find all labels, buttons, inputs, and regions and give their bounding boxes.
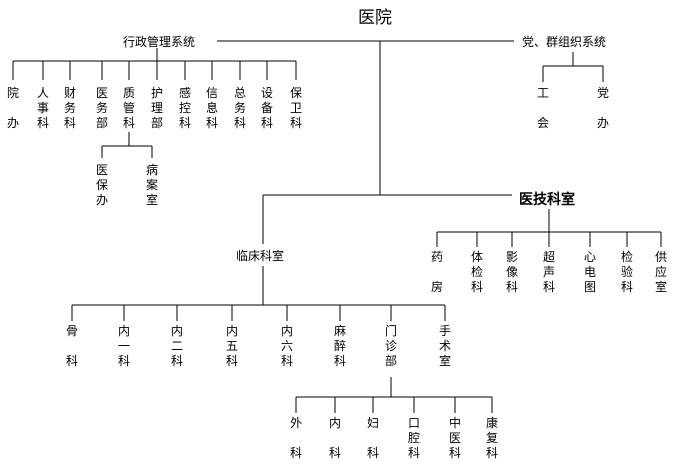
admin-unit-general-affairs: 总 务 科 <box>233 86 246 130</box>
tech-unit-ecg: 心 电 图 <box>583 250 596 294</box>
tech-unit-supply: 供 应 室 <box>654 250 667 294</box>
outpatient-sub-stomatology: 口 腔 科 <box>407 416 420 460</box>
outpatient-sub-gynecology: 妇 科 <box>366 416 379 460</box>
clinical-dept-label: 临床科室 <box>236 249 285 263</box>
tech-drops <box>436 232 662 247</box>
tech-unit-laboratory: 检 验 科 <box>620 250 633 294</box>
clinical-unit-internal-1: 内 一 科 <box>117 324 130 368</box>
tech-unit-ultrasound: 超 声 科 <box>542 250 555 294</box>
admin-unit-personnel: 人 事 科 <box>36 86 49 130</box>
party-system-label: 党、群组织系统 <box>522 35 607 49</box>
admin-unit-medical-affairs: 医 务 部 <box>95 86 108 130</box>
outpatient-sub-surgery: 外 科 <box>289 416 302 460</box>
admin-unit-equipment: 设 备 科 <box>260 86 273 130</box>
tech-unit-pharmacy: 药 房 <box>430 250 443 294</box>
clinical-unit-orthopedics: 骨 科 <box>65 324 78 368</box>
root-title: 医院 <box>358 8 392 28</box>
tech-unit-physical-exam: 体 检 科 <box>470 250 483 294</box>
admin-unit-finance: 财 务 科 <box>63 86 76 130</box>
clinical-unit-internal-2: 内 二 科 <box>170 324 183 368</box>
admin-drops <box>12 61 297 80</box>
clinical-unit-internal-5: 内 五 科 <box>225 324 238 368</box>
party-unit-union: 工 会 <box>536 86 549 130</box>
admin-unit-quality: 质 管 科 <box>122 86 135 130</box>
admin-system-label: 行政管理系统 <box>123 35 196 49</box>
clinical-unit-outpatient: 门 诊 部 <box>384 324 397 368</box>
admin-unit-nursing: 护 理 部 <box>150 86 163 130</box>
party-unit-office: 党 办 <box>596 86 609 130</box>
outpatient-sub-tcm: 中 医 科 <box>448 416 461 460</box>
outpatient-sub-internal: 内 科 <box>328 416 341 460</box>
quality-sub-records: 病 案 室 <box>145 163 158 207</box>
quality-sub-insurance: 医 保 办 <box>95 163 108 207</box>
admin-unit-information: 信 息 科 <box>205 86 218 130</box>
clinical-unit-operating-room: 手 术 室 <box>438 324 451 368</box>
admin-unit-infection-control: 感 控 科 <box>178 86 191 130</box>
admin-unit-security: 保 卫 科 <box>289 86 302 130</box>
outpatient-drops <box>295 397 493 413</box>
clinical-unit-anesthesia: 麻 醉 科 <box>333 324 346 368</box>
admin-unit-office: 院 办 <box>6 86 19 130</box>
outpatient-sub-rehab: 康 复 科 <box>485 416 498 460</box>
tech-dept-label: 医技科室 <box>519 192 575 208</box>
clinical-unit-internal-6: 内 六 科 <box>280 324 293 368</box>
tech-unit-imaging: 影 像 科 <box>505 250 518 294</box>
clinical-drops <box>71 305 446 321</box>
